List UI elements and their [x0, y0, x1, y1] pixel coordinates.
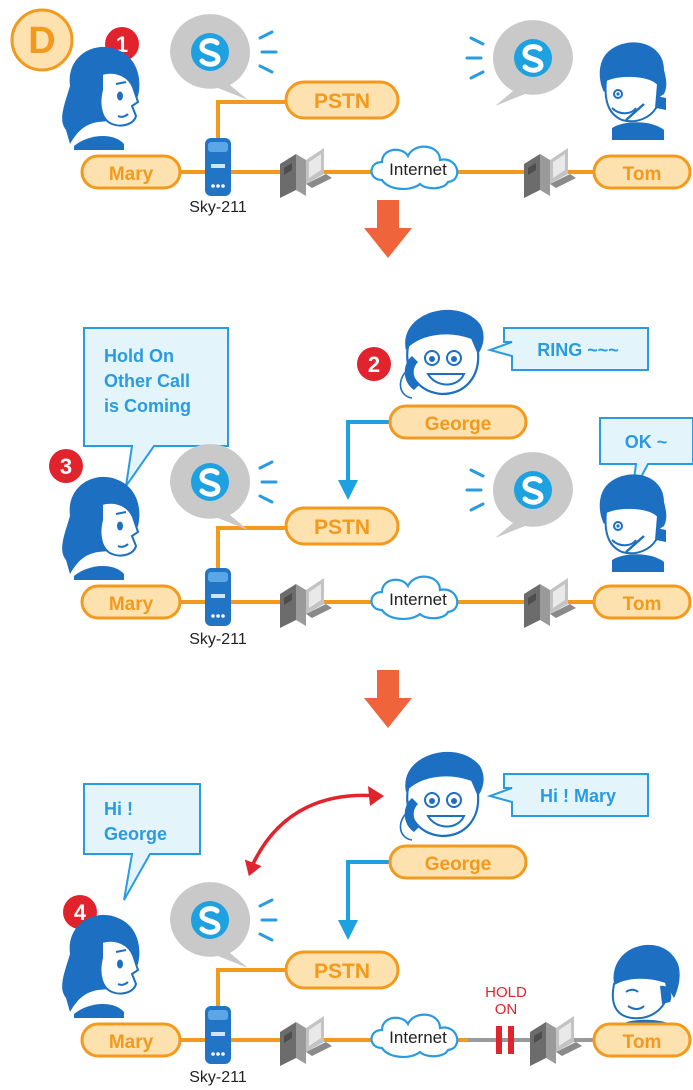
arrow-down-icon — [364, 200, 412, 258]
hold-label-line-2: ON — [495, 1001, 518, 1018]
svg-text:2: 2 — [368, 352, 380, 377]
svg-text:Hold On: Hold On — [104, 346, 174, 366]
person-icon — [61, 45, 141, 151]
svg-text:Tom: Tom — [623, 594, 662, 615]
incoming-call-line — [346, 860, 392, 924]
svg-text:Hi !: Hi ! — [104, 799, 133, 819]
pstn-line — [216, 100, 288, 148]
person-icon — [61, 475, 141, 581]
pstn-pill: PSTN — [284, 950, 400, 990]
step-badge: 2 — [357, 347, 391, 381]
skype-icon — [170, 14, 276, 100]
svg-text:Hi ! Mary: Hi ! Mary — [540, 786, 616, 806]
svg-text:George: George — [104, 824, 167, 844]
person-icon — [611, 943, 681, 1035]
section-badge: D — [10, 8, 74, 72]
mary-speech-bubble: Hold On Other Call is Coming — [83, 327, 229, 487]
george-label: George — [388, 844, 528, 880]
internet-label: Internet — [389, 590, 447, 609]
pstn-pill: PSTN — [284, 506, 400, 546]
router-icon — [205, 138, 231, 196]
svg-text:OK ~: OK ~ — [625, 432, 668, 452]
svg-text:4: 4 — [74, 900, 87, 925]
caller-speech-bubble: Hi ! Mary — [486, 773, 649, 817]
person-icon — [598, 41, 668, 142]
tom-label: Tom — [592, 1022, 692, 1058]
svg-text:PSTN: PSTN — [314, 516, 370, 539]
conversation-arrow — [250, 793, 379, 867]
skype-icon — [467, 20, 573, 106]
incoming-call-arrow — [338, 480, 358, 500]
svg-text:George: George — [425, 414, 492, 435]
svg-text:RING ~~~: RING ~~~ — [537, 340, 619, 360]
svg-text:PSTN: PSTN — [314, 960, 370, 983]
tom-label: Tom — [592, 584, 692, 620]
router-icon — [205, 1006, 231, 1064]
internet-label: Internet — [389, 1028, 447, 1047]
svg-text:Tom: Tom — [623, 1032, 662, 1053]
pstn-line — [216, 968, 288, 1008]
step-badge: 3 — [49, 449, 83, 483]
svg-text:Mary: Mary — [109, 1032, 154, 1053]
panel-1: 1 PSTN Mary Tom Sky-211 Internet — [61, 14, 692, 216]
george-label: George — [388, 404, 528, 440]
pstn-line — [216, 526, 288, 578]
incoming-call-line — [346, 420, 392, 484]
caller-speech-bubble: RING ~~~ — [486, 327, 649, 371]
pause-icon — [496, 1026, 514, 1054]
tom-label: Tom — [592, 154, 692, 190]
svg-text:Mary: Mary — [109, 594, 154, 615]
section-badge-letter: D — [28, 20, 55, 62]
person-icon — [61, 913, 141, 1019]
svg-text:PSTN: PSTN — [314, 90, 370, 113]
mary-speech-bubble: Hi ! George — [83, 783, 201, 901]
device-label: Sky-211 — [189, 199, 247, 216]
router-icon — [205, 568, 231, 626]
arrow-down-icon — [364, 670, 412, 728]
svg-text:3: 3 — [60, 454, 72, 479]
hold-marker: HOLD ON — [485, 984, 527, 1054]
conversation-arrowhead — [368, 786, 384, 806]
svg-text:Mary: Mary — [109, 164, 154, 185]
mary-label: Mary — [80, 1022, 182, 1058]
person-icon — [399, 750, 485, 842]
conversation-arrowhead — [244, 859, 262, 877]
svg-text:is Coming: is Coming — [104, 396, 191, 416]
mary-label: Mary — [80, 154, 182, 190]
hold-label-line-1: HOLD — [485, 984, 527, 1001]
internet-label: Internet — [389, 160, 447, 179]
person-icon — [598, 473, 668, 574]
skype-icon — [170, 444, 276, 530]
svg-text:Tom: Tom — [623, 164, 662, 185]
skype-icon — [170, 882, 276, 968]
panel-3: Hi ! George 4 Hi ! Mary George PSTN Mary — [61, 750, 692, 1086]
skype-icon — [467, 452, 573, 538]
svg-text:Other Call: Other Call — [104, 371, 190, 391]
device-label: Sky-211 — [189, 631, 247, 648]
svg-text:George: George — [425, 854, 492, 875]
device-label: Sky-211 — [189, 1069, 247, 1086]
person-icon — [399, 308, 485, 400]
pstn-pill: PSTN — [284, 80, 400, 120]
mary-label: Mary — [80, 584, 182, 620]
panel-2: Hold On Other Call is Coming 2 3 RING ~~… — [49, 308, 693, 648]
incoming-call-arrow — [338, 920, 358, 940]
